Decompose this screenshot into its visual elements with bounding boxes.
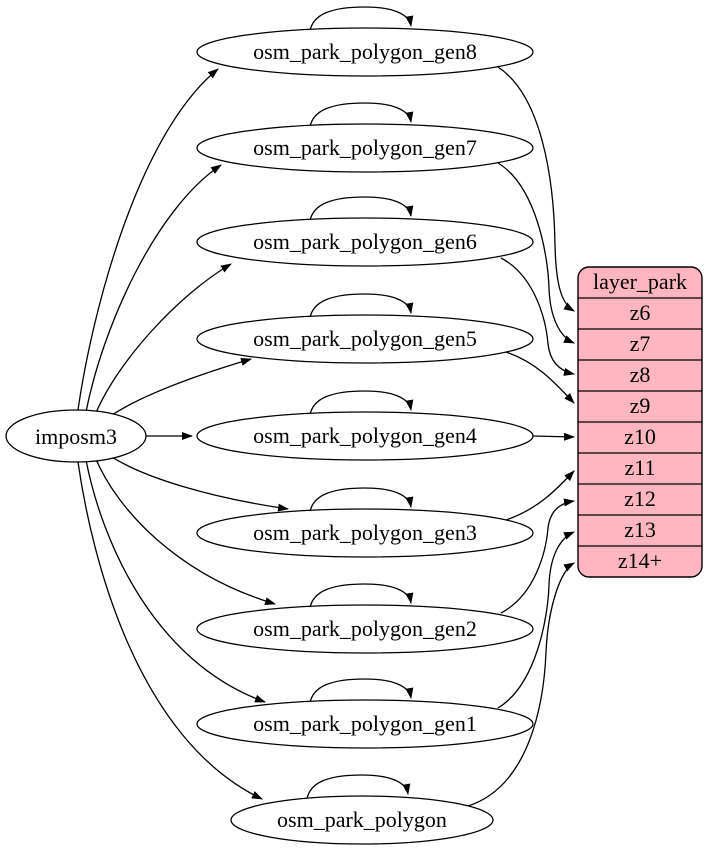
layer-park-row-z8: z8	[630, 362, 651, 387]
layer-park-row-z6: z6	[630, 300, 651, 325]
gen3-label: osm_park_polygon_gen3	[253, 520, 477, 545]
gen1-ellipse	[196, 699, 534, 749]
gen2-ellipse	[196, 604, 534, 654]
polygon-label: osm_park_polygon	[277, 807, 447, 832]
polygon-ellipse	[230, 795, 494, 845]
source-node-gen3: osm_park_polygon_gen3	[196, 508, 534, 558]
source-node-gen4: osm_park_polygon_gen4	[196, 411, 534, 461]
edge-gen7-to-z7	[497, 162, 575, 344]
edge-gen2-to-z12	[500, 498, 575, 614]
layer-park-row-z13: z13	[624, 517, 656, 542]
edges-sources-to-layer	[467, 66, 575, 807]
edge-imposm3-to-gen1	[85, 459, 266, 703]
edge-imposm3-to-gen2	[94, 456, 276, 605]
gen4-ellipse	[196, 411, 534, 461]
edge-gen1-to-z13	[497, 531, 575, 709]
source-node-gen7: osm_park_polygon_gen7	[196, 123, 534, 173]
source-node-gen8: osm_park_polygon_gen8	[196, 27, 534, 77]
gen7-ellipse	[196, 123, 534, 173]
self-loop-gen3	[309, 487, 414, 513]
layer-park-title: layer_park	[593, 269, 687, 294]
edge-gen3-to-z11	[505, 470, 575, 521]
layer-park-row-z12: z12	[624, 486, 656, 511]
self-loop-gen7	[309, 102, 414, 128]
gen1-label: osm_park_polygon_gen1	[253, 711, 477, 736]
layer-park-row-z14: z14+	[618, 548, 662, 573]
layer-park-row-z7: z7	[630, 331, 651, 356]
gen7-label: osm_park_polygon_gen7	[253, 135, 477, 160]
edge-gen8-to-z6	[497, 66, 575, 312]
edge-imposm3-to-polygon	[77, 461, 263, 800]
layer-park-row-z9: z9	[630, 393, 651, 418]
edge-gen5-to-z9	[505, 351, 575, 404]
edge-gen6-to-z8	[500, 257, 575, 376]
edge-imposm3-to-gen7	[85, 164, 222, 413]
imposm3-node: imposm3	[5, 409, 147, 463]
self-loop-gen1	[309, 678, 414, 704]
layer-park-row-z11: z11	[625, 455, 656, 480]
self-loop-gen8	[309, 6, 414, 32]
edge-imposm3-to-gen8	[77, 68, 219, 411]
imposm3-ellipse	[5, 409, 147, 463]
layer-park-row-z10: z10	[624, 424, 656, 449]
gen8-ellipse	[196, 27, 534, 77]
self-loop-polygon	[306, 774, 411, 800]
edge-polygon-to-z14	[467, 562, 575, 807]
self-loop-gen6	[309, 196, 414, 222]
source-node-gen2: osm_park_polygon_gen2	[196, 604, 534, 654]
edges-root-to-sources	[77, 68, 289, 800]
source-node-gen1: osm_park_polygon_gen1	[196, 699, 534, 749]
gen5-label: osm_park_polygon_gen5	[253, 326, 477, 351]
gen6-ellipse	[196, 217, 534, 267]
edge-gen4-to-z10	[532, 432, 575, 441]
gen8-label: osm_park_polygon_gen8	[253, 39, 477, 64]
self-loop-gen2	[309, 583, 414, 609]
gen3-ellipse	[196, 508, 534, 558]
gen2-label: osm_park_polygon_gen2	[253, 616, 477, 641]
edge-imposm3-to-gen5	[105, 358, 252, 420]
source-node-gen5: osm_park_polygon_gen5	[196, 314, 534, 364]
source-node-polygon: osm_park_polygon	[230, 795, 494, 845]
imposm3-label: imposm3	[35, 424, 117, 449]
source-node-gen6: osm_park_polygon_gen6	[196, 217, 534, 267]
gen6-label: osm_park_polygon_gen6	[253, 229, 477, 254]
edge-imposm3-to-gen6	[94, 263, 232, 416]
layer-park-node: layer_park z6 z7 z8 z9 z10 z11 z12 z13 z…	[577, 266, 703, 578]
gen5-ellipse	[196, 314, 534, 364]
gen4-label: osm_park_polygon_gen4	[253, 423, 477, 448]
self-loop-gen5	[309, 293, 414, 319]
edge-imposm3-to-gen3	[105, 452, 289, 512]
self-loop-edges	[306, 6, 414, 800]
self-loop-gen4	[309, 390, 414, 416]
